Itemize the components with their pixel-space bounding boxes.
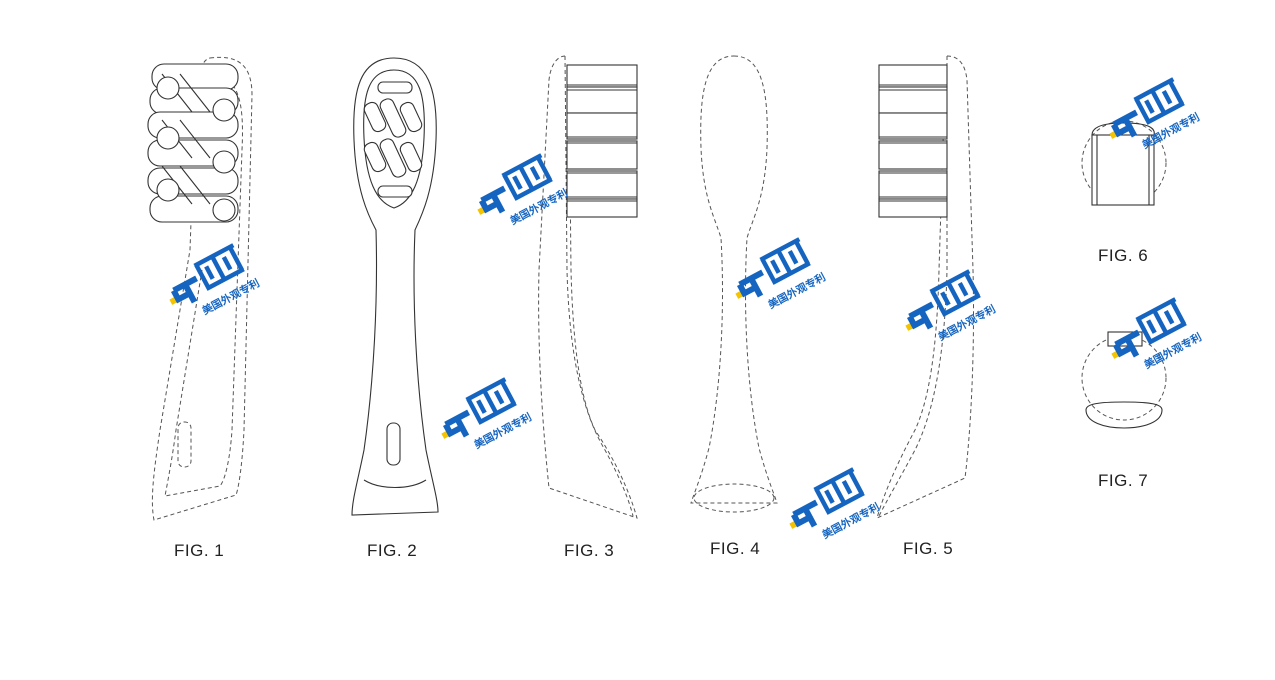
fig5-bristle-block [878, 64, 948, 218]
fig5-drawing [876, 55, 975, 519]
watermark-subtitle: 美国外观专利 [508, 186, 570, 227]
watermark-stamp: 美国外观专利 [477, 153, 570, 227]
fig4-drawing [690, 55, 778, 513]
fig6-label: FIG. 6 [1098, 246, 1149, 265]
watermark-stamp: 美国外观专利 [789, 467, 882, 541]
fig5-label: FIG. 5 [903, 539, 954, 558]
watermark-stamp: 美国外观专利 [1109, 77, 1202, 151]
fig1-label: FIG. 1 [174, 541, 225, 560]
watermark-stamp: 美国外观专利 [735, 237, 828, 311]
fig4-label: FIG. 4 [710, 539, 761, 558]
fig7-label: FIG. 7 [1098, 471, 1149, 490]
fig2-drawing [351, 57, 439, 516]
fig3-bristle-block [566, 64, 638, 218]
watermark-subtitle: 美国外观专利 [766, 270, 828, 311]
fig1-drawing [147, 56, 253, 521]
watermark-subtitle: 美国外观专利 [200, 276, 262, 317]
watermark-stamp: 美国外观专利 [1111, 297, 1204, 371]
fig2-bristle-pattern [363, 81, 423, 198]
watermark-subtitle: 美国外观专利 [936, 302, 998, 343]
watermark-stamp: 美国外观专利 [905, 269, 998, 343]
fig3-drawing [538, 55, 638, 519]
watermark-subtitle: 美国外观专利 [1142, 330, 1204, 371]
watermark-stamp: 美国外观专利 [169, 243, 262, 317]
watermark-subtitle: 美国外观专利 [472, 410, 534, 451]
watermark-stamp: 美国外观专利 [441, 377, 534, 451]
fig1-bristle-head [147, 63, 239, 223]
watermark-subtitle: 美国外观专利 [1140, 110, 1202, 151]
watermark-subtitle: 美国外观专利 [820, 500, 882, 541]
fig3-label: FIG. 3 [564, 541, 615, 560]
fig2-label: FIG. 2 [367, 541, 418, 560]
